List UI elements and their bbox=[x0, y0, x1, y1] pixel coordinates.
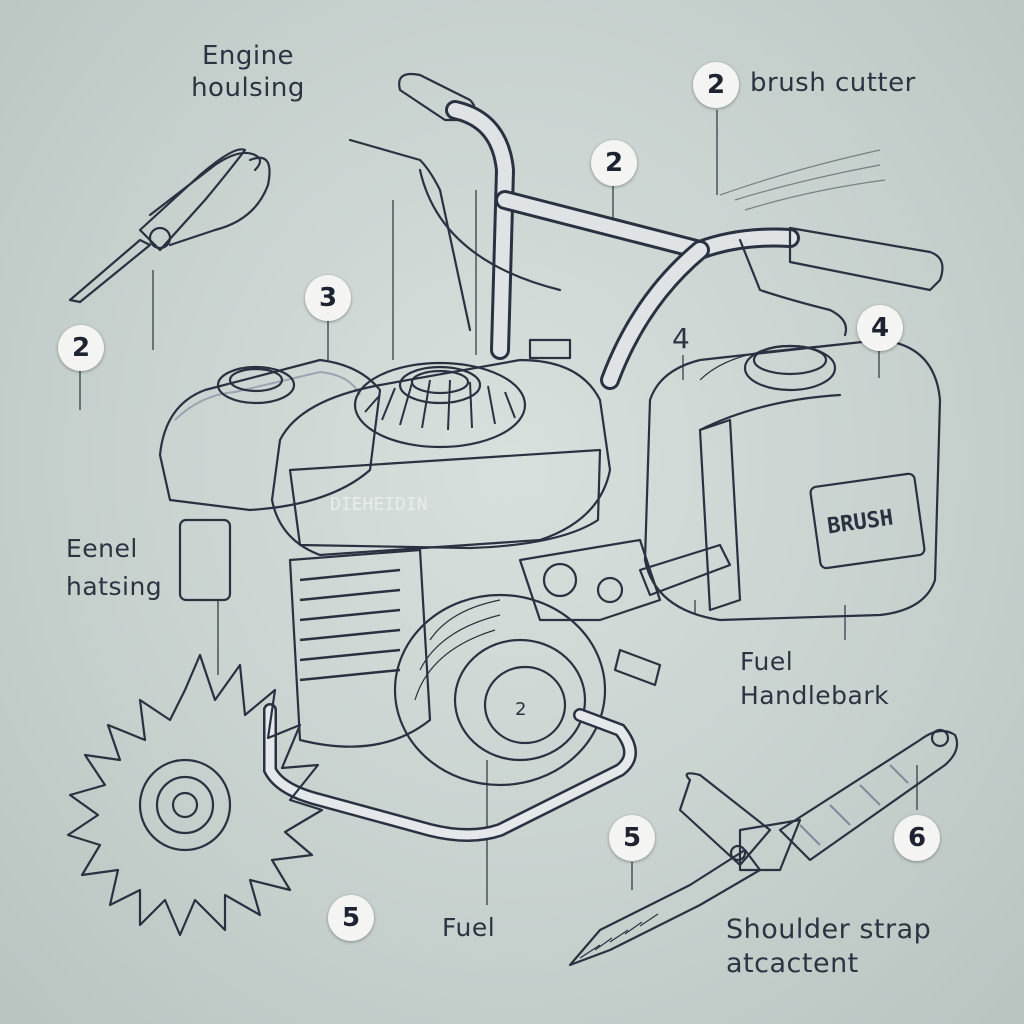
sketch-hatching bbox=[719, 149, 886, 211]
callout-4-tank: 4 bbox=[857, 305, 903, 351]
callout-6-strap: 6 bbox=[894, 815, 940, 861]
label-brush-cutter: brush cutter bbox=[750, 68, 916, 98]
callout-2-left: 2 bbox=[58, 325, 104, 371]
callout-4-tank-plain: 4 bbox=[672, 322, 690, 355]
engine-frame bbox=[263, 703, 637, 842]
handlebar bbox=[348, 72, 944, 390]
label-fuel-handlebar: Fuel Handlebark bbox=[740, 647, 890, 710]
tank-brand-text: BRUSH bbox=[826, 505, 895, 539]
callout-2-top-right: 2 bbox=[693, 62, 739, 108]
engine-body: DIEHEIDIN 2 bbox=[270, 358, 732, 787]
saw-blade bbox=[66, 653, 324, 937]
callout-3-engine: 3 bbox=[305, 275, 351, 321]
callout-5-blade: 5 bbox=[328, 895, 374, 941]
label-shoulder-strap: Shoulder strap atcactent bbox=[726, 914, 932, 979]
label-generic-housing: Eenel hatsing bbox=[66, 534, 163, 601]
callout-2-handlebar: 2 bbox=[591, 140, 637, 186]
label-fuel: Fuel bbox=[442, 913, 496, 942]
label-engine-housing: Engine houlsing bbox=[191, 41, 305, 103]
svg-text:2: 2 bbox=[515, 699, 526, 720]
leader-lines bbox=[79, 110, 918, 905]
engine-cover-text: DIEHEIDIN bbox=[330, 494, 428, 515]
shoulder-strap-attachment bbox=[568, 728, 959, 967]
fuel-tank: BRUSH bbox=[643, 338, 942, 622]
engine-cover-left bbox=[158, 358, 382, 602]
callout-5-knife: 5 bbox=[609, 815, 655, 861]
pliers-tool bbox=[68, 148, 271, 304]
